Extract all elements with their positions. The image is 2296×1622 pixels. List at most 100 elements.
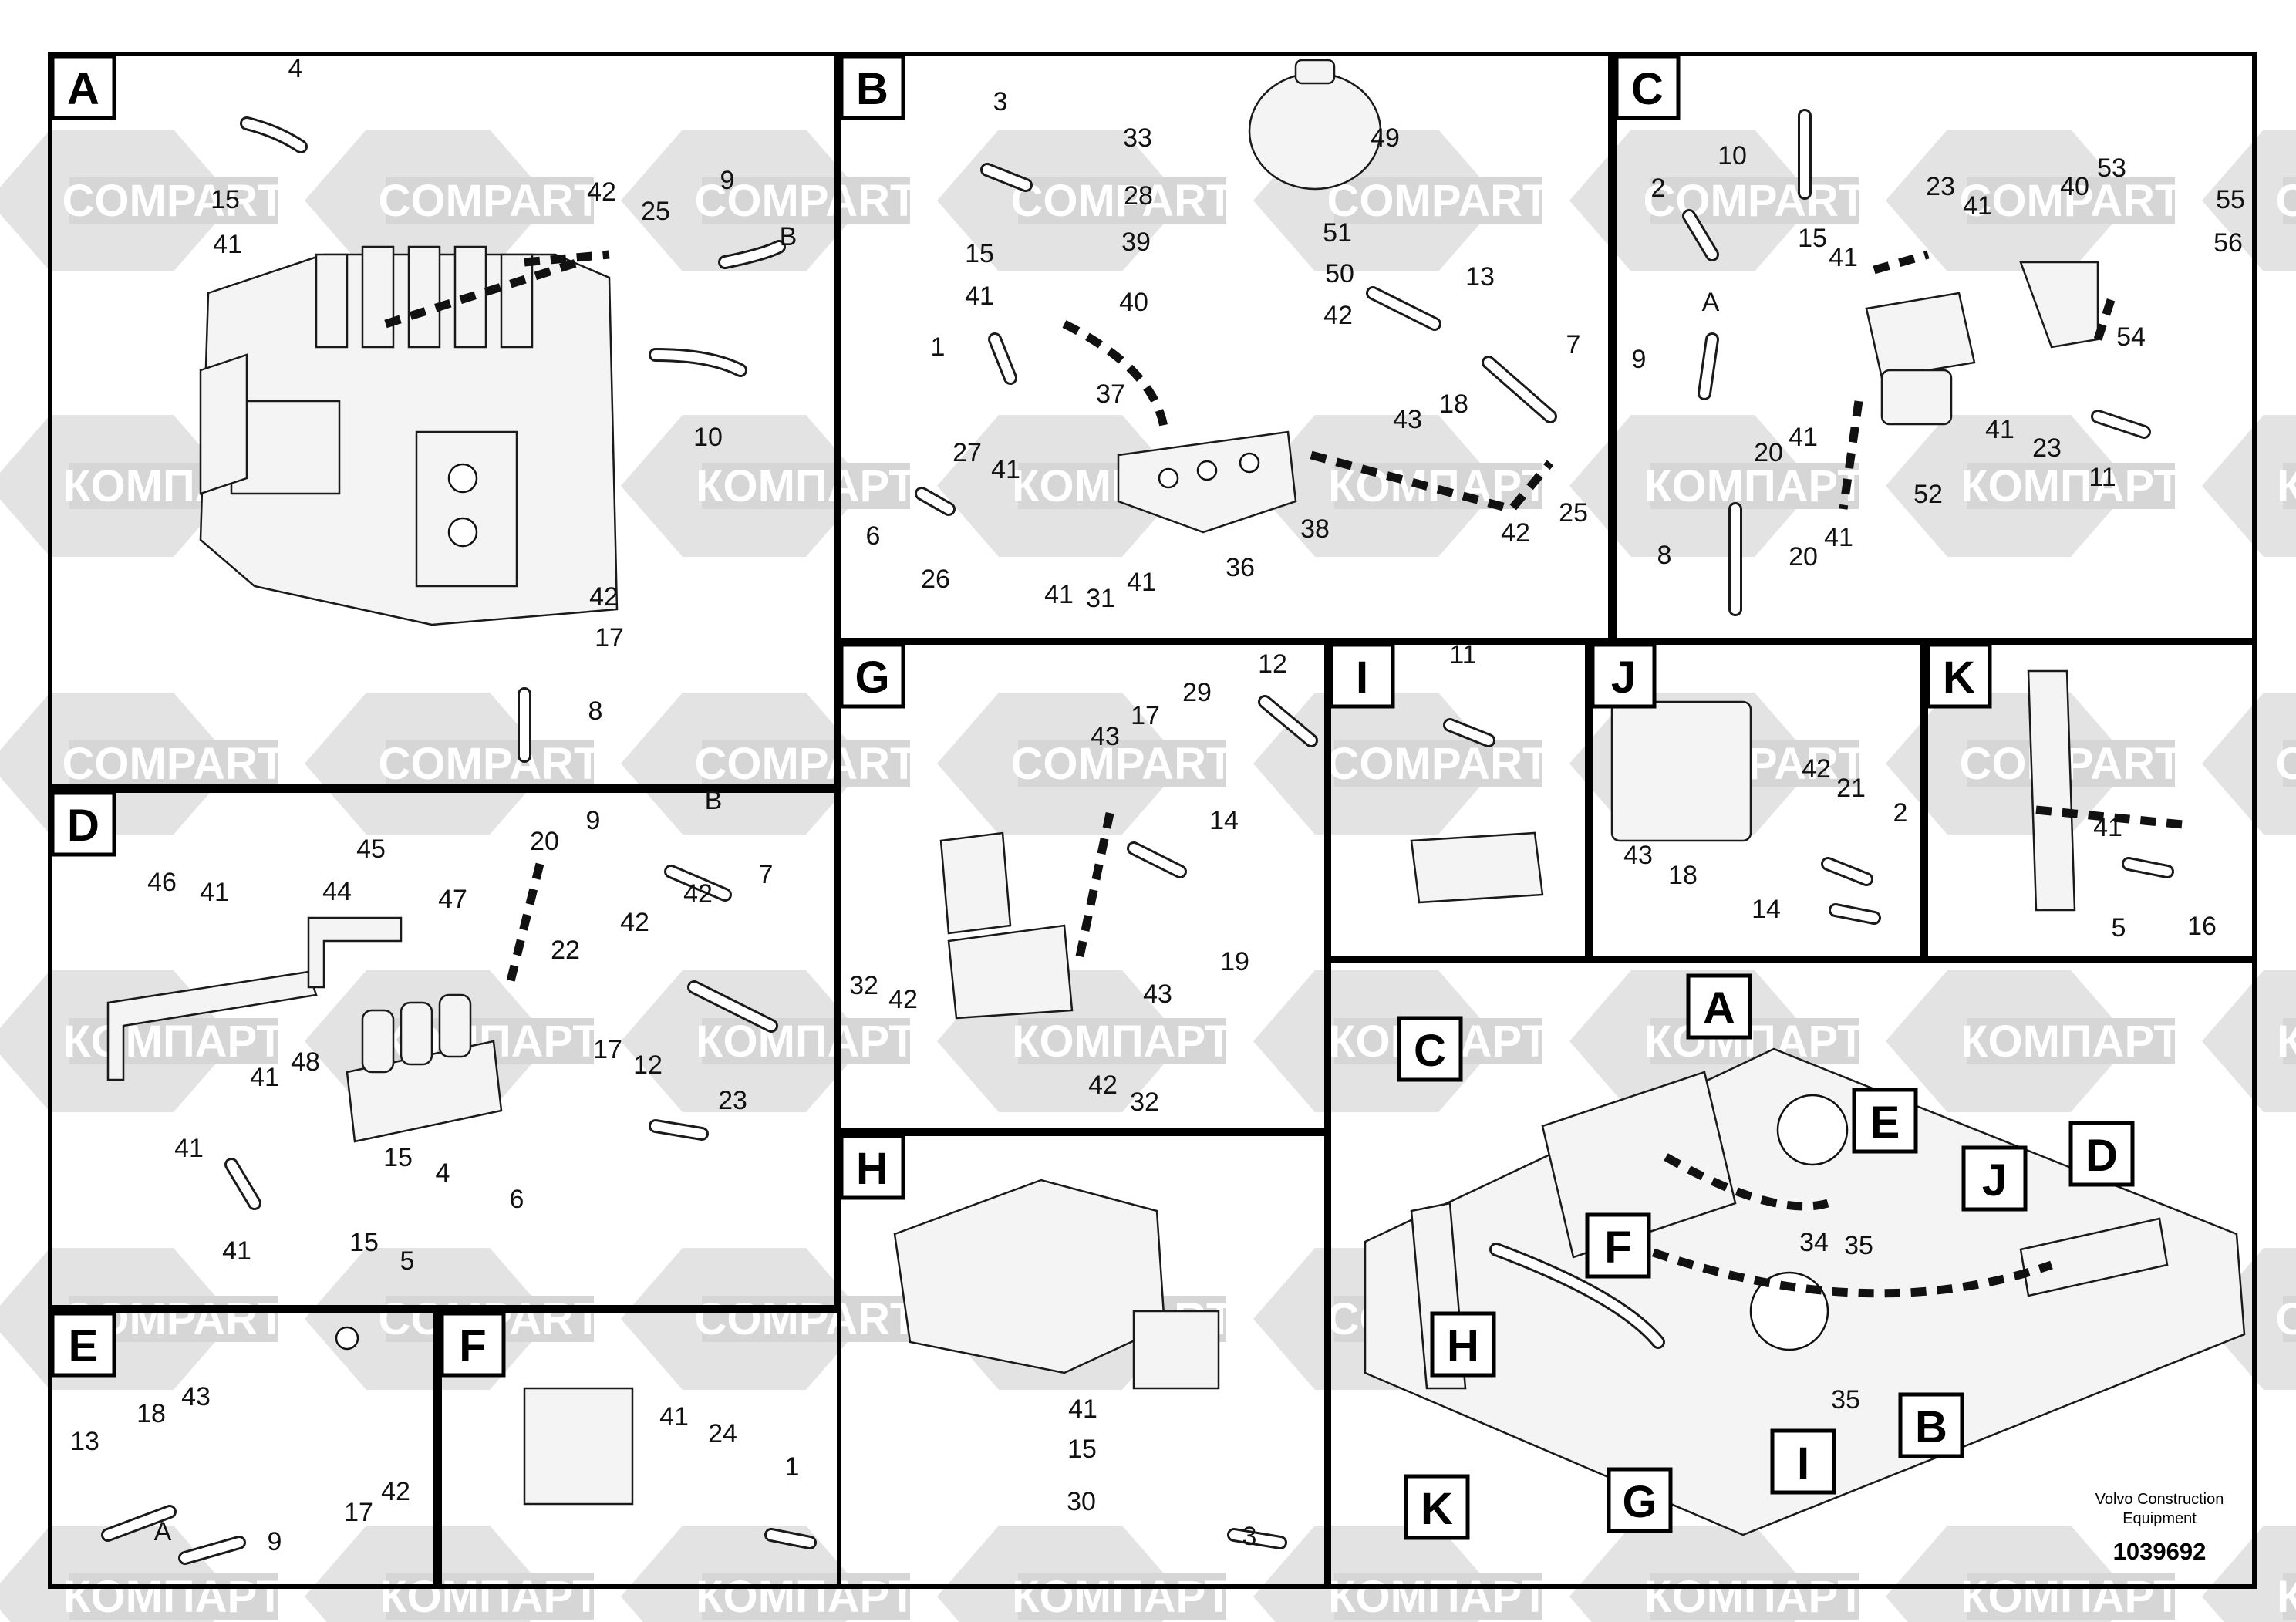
callout-b-4: 15	[965, 239, 994, 268]
watermark-tile: COMPART	[2202, 1248, 2296, 1390]
callout-d-7: 9	[586, 806, 601, 835]
solenoid-valve-illustration	[1865, 292, 1976, 379]
watermark-text: КОМПАРТ	[1961, 1017, 2181, 1067]
callout-d-4: 46	[147, 868, 177, 897]
overview-tag-letter: F	[1604, 1222, 1631, 1273]
callout-d-21: 6	[510, 1185, 524, 1214]
overview-tag-b: B	[1898, 1392, 1964, 1458]
watermark-text: КОМПАРТ	[696, 1017, 916, 1067]
overview-tag-e: E	[1852, 1088, 1918, 1154]
caption-line2: Equipment	[2122, 1510, 2197, 1527]
watermark-text: КОМПАРТ	[1961, 461, 2181, 511]
callout-c-9: 15	[1798, 224, 1827, 253]
overview-tag-j: J	[1961, 1145, 2028, 1212]
overview-tag-letter: H	[1447, 1321, 1479, 1371]
overview-tag-f: F	[1585, 1212, 1651, 1279]
callout-b-13: 7	[1566, 330, 1581, 359]
watermark-tile: КОМПАРТ	[1569, 415, 1865, 557]
panel-tag-d	[50, 791, 116, 857]
callout-b-12: 13	[1465, 262, 1495, 292]
watermark-text: КОМПАРТ	[1012, 1572, 1232, 1622]
watermark-text: КОМПАРТ	[379, 1572, 600, 1622]
watermark-text: COMPART	[2276, 176, 2296, 226]
callout-b-7: 40	[1119, 288, 1148, 317]
watermark-text: COMPART	[1327, 176, 1550, 226]
callout-d-9: 7	[759, 860, 774, 889]
callout-j-1: 42	[1802, 754, 1831, 784]
callout-d-5: 41	[200, 878, 229, 907]
callout-d-24: 5	[400, 1246, 415, 1276]
watermark-text: КОМПАРТ	[1644, 1572, 1865, 1622]
panel-letter-e: E	[69, 1321, 99, 1371]
callout-b-15: 37	[1096, 379, 1125, 409]
callout-a-8: 10	[693, 423, 723, 452]
panel-tag-a	[50, 54, 116, 120]
panel-tag-b	[839, 54, 905, 120]
watermark-text: КОМПАРТ	[63, 1572, 284, 1622]
panel-tag-k	[1926, 642, 1992, 709]
callout-b-3: 28	[1124, 181, 1153, 211]
pilot-pump-illustration	[893, 1179, 1166, 1374]
callout-e-2: 43	[181, 1382, 211, 1411]
panel-tag-f	[440, 1311, 506, 1378]
callout-d-23: 15	[349, 1228, 379, 1257]
watermark-tile: COMPART	[2202, 693, 2296, 835]
panel-tag-g	[839, 642, 905, 709]
panel-letter-j: J	[1611, 653, 1636, 703]
callout-g-8: 42	[888, 985, 918, 1014]
callout-k-2: 5	[2112, 913, 2126, 943]
callout-a-3: 41	[213, 230, 242, 259]
callout-c-4: 41	[1963, 191, 1992, 221]
panel-letter-c: C	[1631, 64, 1664, 114]
callout-g-6: 19	[1220, 947, 1249, 976]
panel-frame-e	[48, 1309, 438, 1589]
callout-f-2: 24	[708, 1419, 737, 1448]
watermark-tile: КОМПАРТ	[2202, 415, 2296, 557]
callout-c-5: 40	[2060, 172, 2089, 201]
callout-c-1: 10	[1718, 141, 1747, 170]
callout-g-2: 29	[1182, 678, 1212, 707]
watermark-tile: КОМПАРТ	[621, 415, 916, 557]
callout-e-3: 13	[70, 1427, 99, 1456]
callout-a-4: 42	[587, 177, 616, 207]
watermark-tile: КОМПАРТ	[1886, 970, 2181, 1112]
watermark-tile: COMPART	[621, 130, 917, 271]
watermark-tile: КОМПАРТ	[1253, 1526, 1549, 1622]
watermark-tile: COMPART	[0, 693, 285, 835]
watermark-tile: КОМПАРТ	[2202, 1526, 2296, 1622]
callout-h-4: 3	[1242, 1522, 1257, 1551]
callout-c-16: 52	[1913, 480, 1943, 509]
watermark-tile: КОМПАРТ	[0, 1526, 284, 1622]
overview-tag-letter: I	[1797, 1438, 1809, 1489]
callout-a-2: 15	[211, 185, 240, 214]
callout-b-6: 39	[1121, 228, 1151, 257]
watermark-text: КОМПАРТ	[1644, 461, 1865, 511]
callout-d-12: 42	[620, 908, 649, 937]
callout-g-10: 42	[1088, 1071, 1118, 1100]
overview-tag-g: G	[1607, 1467, 1673, 1533]
watermark-tile: COMPART	[621, 1248, 917, 1390]
panel-tag-j	[1590, 642, 1657, 709]
watermark-tile: COMPART	[621, 693, 917, 835]
overview-tag-d: D	[2068, 1121, 2135, 1187]
callout-e-5: A	[154, 1517, 172, 1546]
overview-tag-letter: J	[1982, 1155, 2007, 1206]
callout-b-18: 18	[1439, 389, 1468, 419]
panel-letter-k: K	[1943, 653, 1975, 703]
overview-tag-letter: G	[1622, 1477, 1657, 1527]
control-valve-illustration	[199, 245, 619, 626]
callout-b-5: 41	[965, 282, 994, 311]
watermark-text: COMPART	[1644, 176, 1866, 226]
overview-tag-letter: D	[2085, 1131, 2118, 1181]
callout-d-2: 44	[322, 877, 352, 906]
watermark-text: КОМПАРТ	[2277, 1017, 2296, 1067]
callout-b-20: 6	[866, 521, 881, 551]
overview-callout-2: 35	[1844, 1231, 1873, 1260]
overview-tag-c: C	[1397, 1016, 1463, 1082]
callout-g-11: 32	[1130, 1088, 1159, 1117]
panel-letter-a: A	[67, 64, 99, 114]
watermark-text: COMPART	[695, 176, 918, 226]
callout-e-1: 18	[137, 1399, 166, 1428]
watermark-tile: COMPART	[1886, 130, 2182, 271]
watermark-tile: COMPART	[0, 130, 285, 271]
